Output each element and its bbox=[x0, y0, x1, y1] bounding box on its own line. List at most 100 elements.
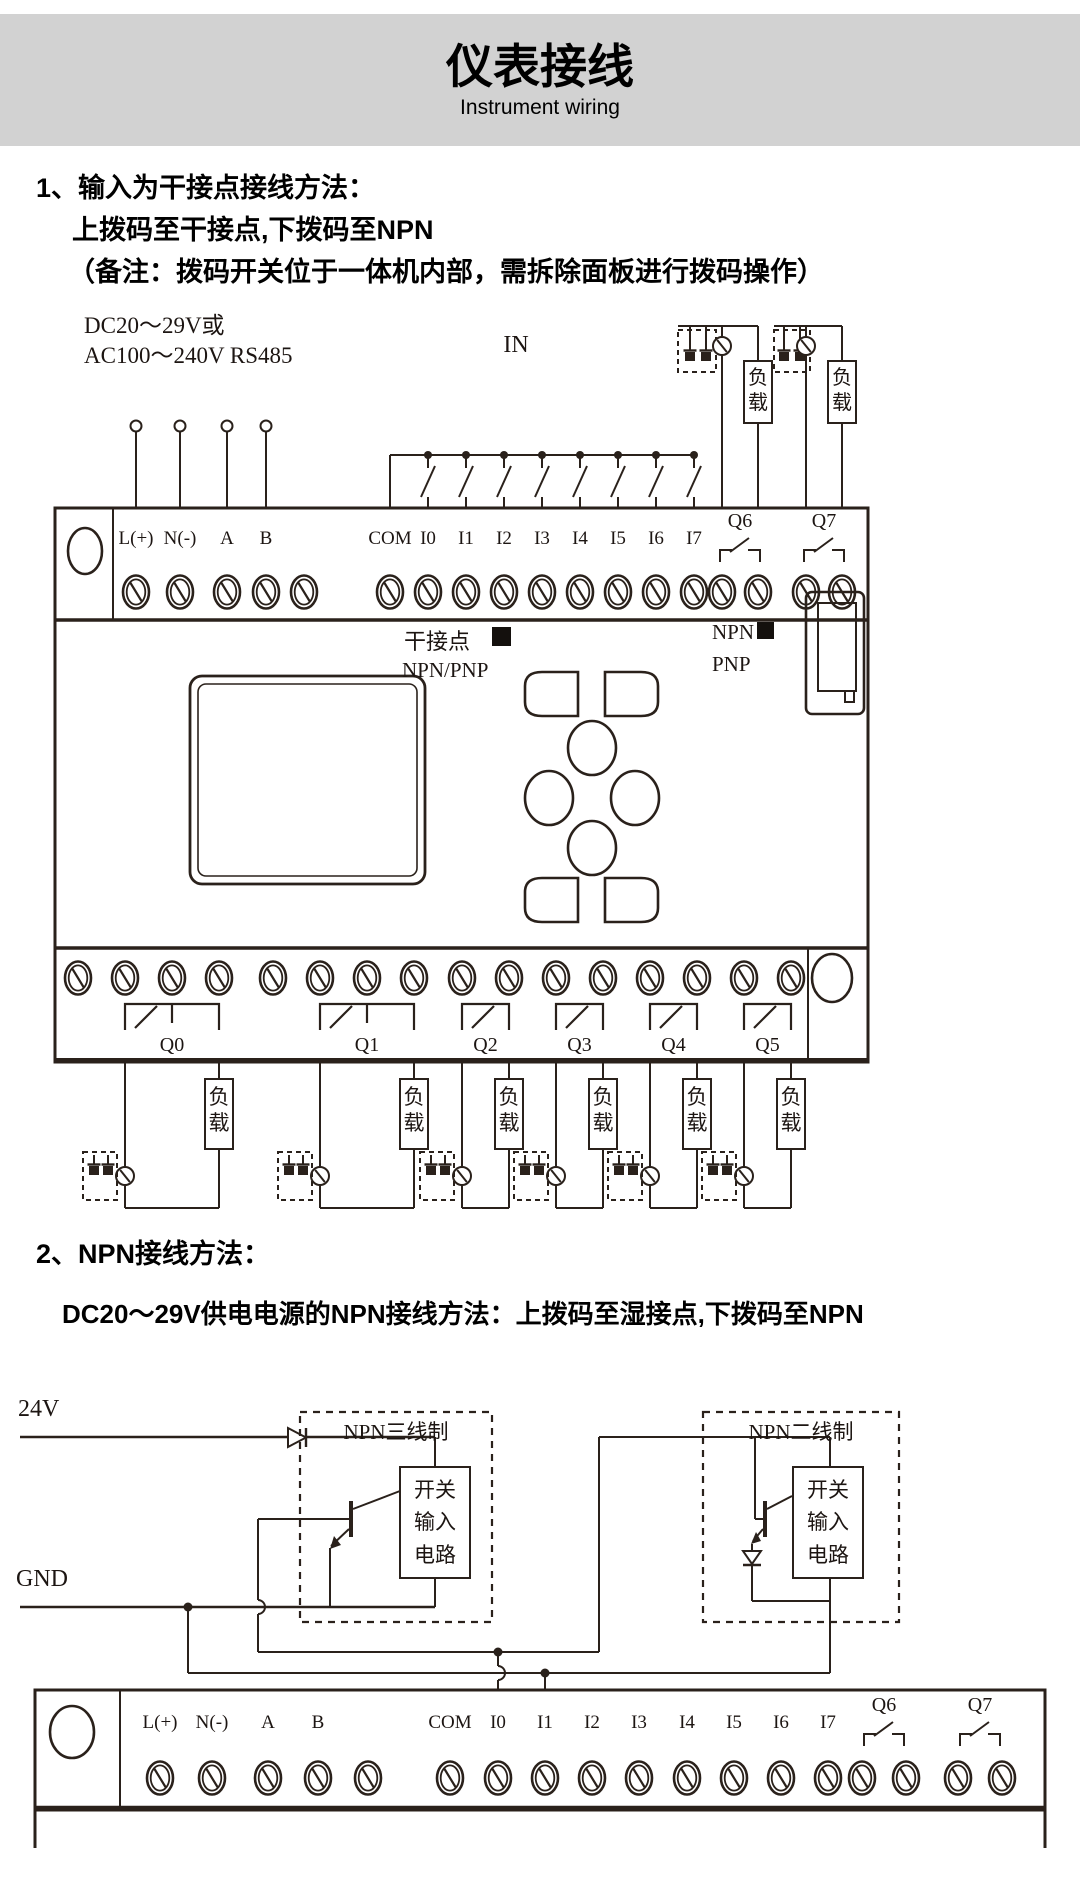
load-box: 负载 bbox=[743, 360, 773, 424]
wire bbox=[456, 1169, 468, 1183]
wire bbox=[774, 1767, 788, 1789]
wire bbox=[497, 581, 511, 603]
wire bbox=[352, 1490, 401, 1510]
diode-icon bbox=[534, 1166, 544, 1175]
wire bbox=[554, 1002, 605, 1030]
screw-terminal-icon bbox=[216, 578, 238, 606]
screw-terminal-icon bbox=[780, 964, 802, 992]
wire bbox=[523, 876, 580, 924]
wire bbox=[690, 967, 704, 989]
screw-terminal-icon bbox=[895, 1764, 917, 1792]
screw-terminal-icon bbox=[403, 964, 425, 992]
wire bbox=[680, 1767, 694, 1789]
dip-npn-pnp-label: NPN/PNP bbox=[402, 658, 489, 682]
npn-2wire-label: NPN二线制 bbox=[748, 1420, 854, 1444]
wire bbox=[220, 581, 234, 603]
screw-terminal-icon bbox=[534, 1764, 556, 1792]
screw-terminal-icon bbox=[531, 578, 553, 606]
screw-terminal-icon bbox=[149, 1764, 171, 1792]
lcd-screen-inner bbox=[197, 683, 418, 877]
wire bbox=[134, 1005, 158, 1029]
npn-2wire-box bbox=[701, 1410, 901, 1624]
screw-terminal-icon bbox=[683, 578, 705, 606]
screw-terminal-icon bbox=[455, 578, 477, 606]
wire bbox=[421, 581, 435, 603]
dip-pnp-label: PNP bbox=[712, 652, 751, 676]
v24-label: 24V bbox=[18, 1396, 60, 1422]
wire bbox=[459, 581, 473, 603]
screw-terminal-icon bbox=[439, 1764, 461, 1792]
terminal-label: I1 bbox=[458, 528, 474, 549]
load-box: 负载 bbox=[204, 1078, 234, 1150]
terminal-label: I5 bbox=[726, 1712, 742, 1733]
terminal-label: N(-) bbox=[195, 1712, 229, 1733]
wire bbox=[716, 339, 728, 353]
screw-terminal-icon bbox=[114, 964, 136, 992]
wire bbox=[687, 581, 701, 603]
screw-terminal-icon bbox=[581, 1764, 603, 1792]
wire bbox=[471, 1005, 495, 1029]
wire bbox=[311, 1767, 325, 1789]
wire bbox=[360, 967, 374, 989]
wire bbox=[572, 465, 588, 498]
terminal-label-q6: Q6 bbox=[727, 510, 753, 532]
wire bbox=[951, 1767, 965, 1789]
diode-icon bbox=[426, 1166, 436, 1175]
wire bbox=[715, 581, 729, 603]
terminal-label-q6: Q6 bbox=[871, 1694, 897, 1716]
screw-terminal-icon bbox=[723, 1764, 745, 1792]
diode-icon bbox=[284, 1166, 294, 1175]
side-connector-notch bbox=[844, 690, 855, 703]
screw-terminal-icon bbox=[161, 964, 183, 992]
snubber-box bbox=[277, 1151, 313, 1201]
mounting-hole-icon bbox=[48, 1704, 96, 1760]
nav-button-up bbox=[566, 719, 618, 777]
mounting-hole-icon bbox=[810, 952, 854, 1004]
wire bbox=[643, 967, 657, 989]
terminal-label: COM bbox=[428, 1712, 472, 1733]
nav-button-down bbox=[566, 819, 618, 877]
terminal-label: L(+) bbox=[142, 1712, 178, 1733]
wire bbox=[458, 465, 474, 498]
wire bbox=[738, 1169, 750, 1183]
wire bbox=[659, 1005, 683, 1029]
diode-icon bbox=[298, 1166, 308, 1175]
diode-icon bbox=[741, 1550, 763, 1566]
wire bbox=[259, 581, 273, 603]
wire bbox=[257, 1599, 266, 1615]
section1-note: （备注：拨码开关位于一体机内部，需拆除面板进行拨码操作） bbox=[68, 257, 824, 287]
snubber-box bbox=[513, 1151, 549, 1201]
terminal-label: I0 bbox=[420, 528, 436, 549]
wire bbox=[420, 465, 436, 498]
screw-terminal-icon bbox=[307, 1764, 329, 1792]
wire bbox=[383, 581, 397, 603]
wire bbox=[71, 967, 85, 989]
dip-switch-icon bbox=[492, 627, 511, 646]
screw-terminal-icon bbox=[498, 964, 520, 992]
terminal-label: I5 bbox=[610, 528, 626, 549]
wire bbox=[585, 1767, 599, 1789]
screw-terminal-icon bbox=[417, 578, 439, 606]
wire bbox=[118, 967, 132, 989]
wire bbox=[648, 465, 664, 498]
terminal-label-q7: Q7 bbox=[811, 510, 837, 532]
screw-terminal-icon bbox=[747, 578, 769, 606]
power-label-line1: DC20～29V或 bbox=[84, 313, 225, 338]
npn-3wire-box bbox=[298, 1410, 494, 1624]
wire bbox=[800, 339, 812, 353]
screw-terminal-icon bbox=[676, 1764, 698, 1792]
terminal-label: L(+) bbox=[118, 528, 154, 549]
terminal-label: B bbox=[259, 528, 273, 549]
wire bbox=[610, 465, 626, 498]
terminal-label: N(-) bbox=[163, 528, 197, 549]
output-label: Q4 bbox=[661, 1034, 686, 1056]
terminal-label: I0 bbox=[490, 1712, 506, 1733]
switch-input-circuit-box: 开关输入电路 bbox=[792, 1466, 864, 1579]
terminal-label: I6 bbox=[648, 528, 664, 549]
terminal-label: I4 bbox=[679, 1712, 695, 1733]
wire bbox=[523, 670, 580, 718]
wire bbox=[603, 670, 660, 718]
load-box: 负载 bbox=[494, 1078, 524, 1150]
screw-terminal-icon bbox=[947, 1764, 969, 1792]
